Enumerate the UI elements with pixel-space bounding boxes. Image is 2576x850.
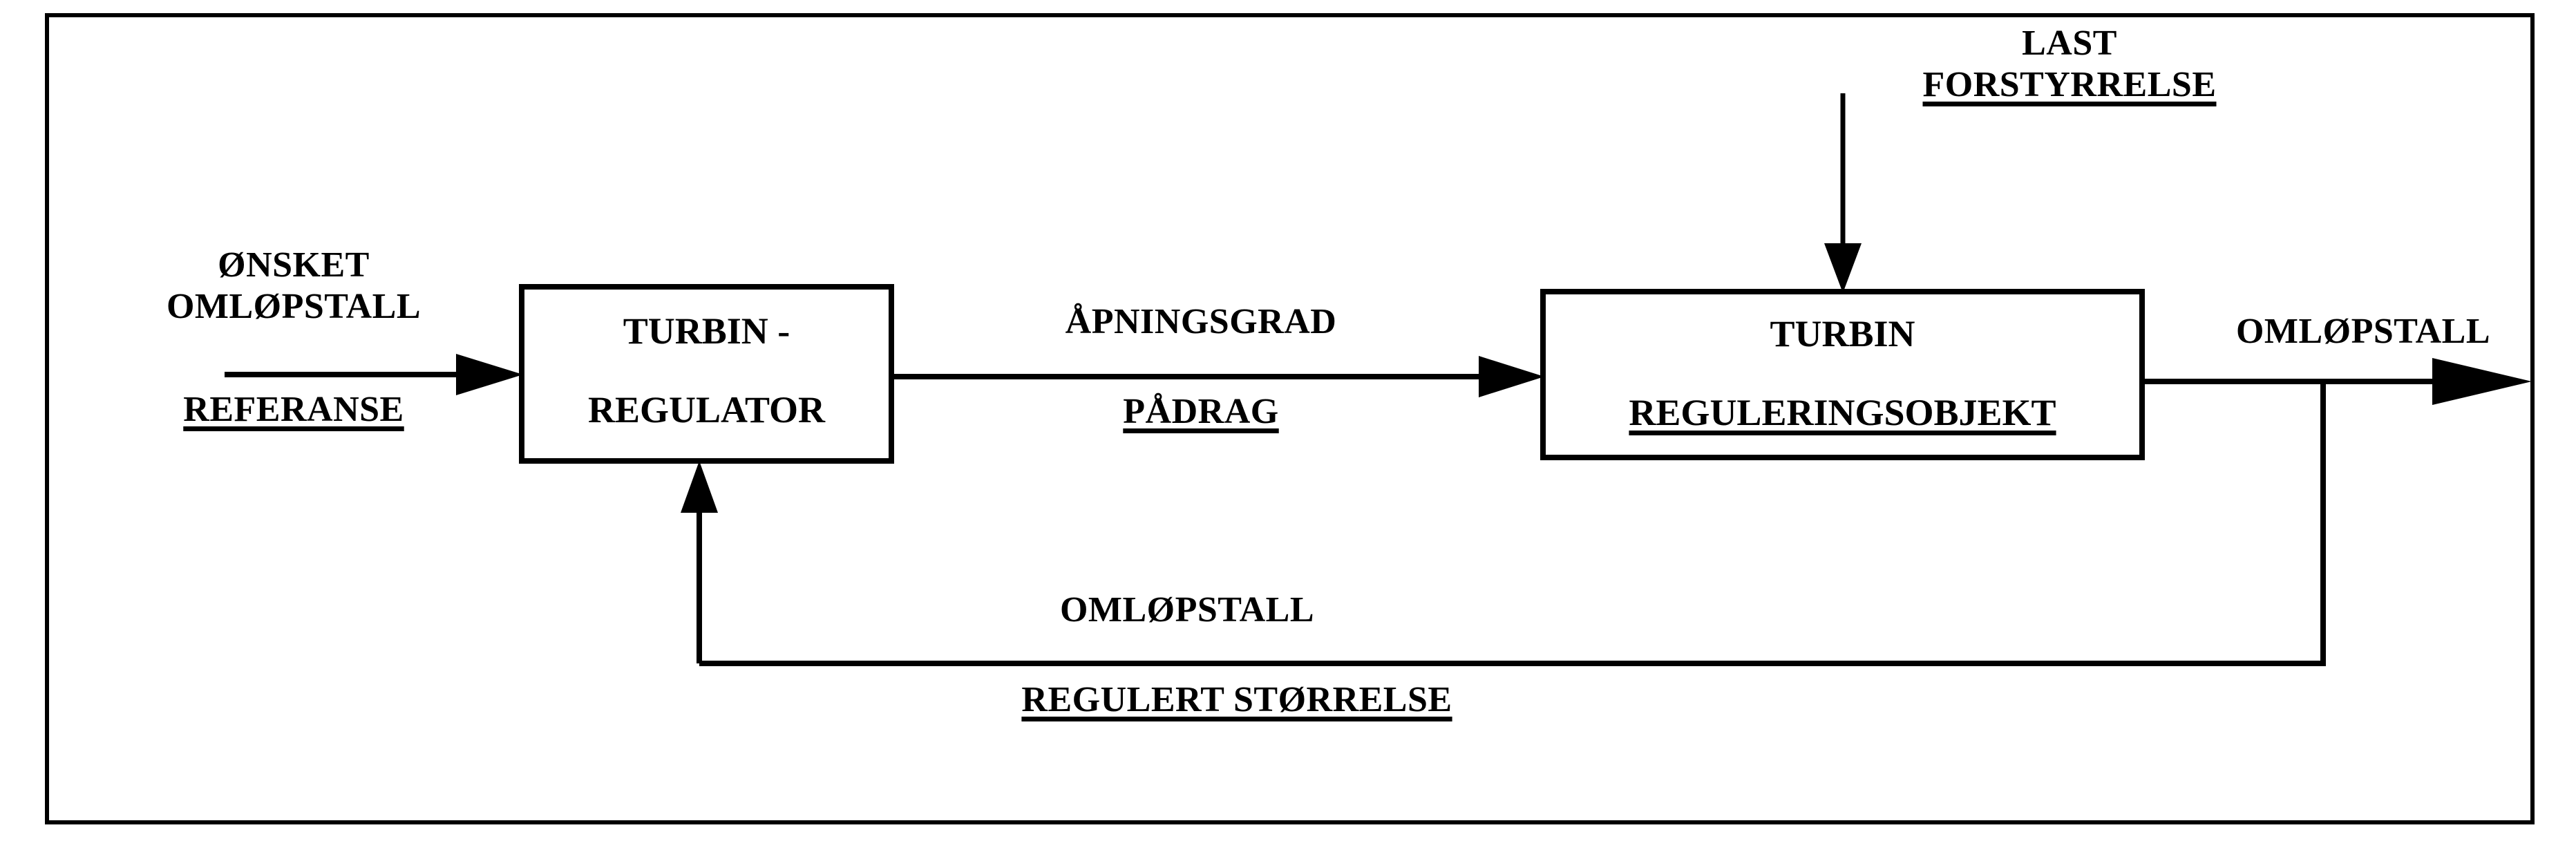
- block-turbin-reguleringsobjekt-line2: REGULERINGSOBJEKT: [1629, 392, 2056, 433]
- label-controller-output-line1: ÅPNINGSGRAD: [1065, 302, 1337, 341]
- label-disturbance-line1: LAST: [2022, 23, 2117, 63]
- label-disturbance-line2: FORSTYRRELSE: [1922, 65, 2217, 104]
- arrow-controller-to-plant: [891, 356, 1544, 397]
- outer-border: [45, 13, 2535, 824]
- arrow-plant-output: [2142, 358, 2532, 405]
- label-reference-line3: REFERANSE: [183, 390, 404, 429]
- arrow-feedback-into-controller: [681, 461, 718, 663]
- block-turbin-reguleringsobjekt-line1: TURBIN: [1770, 313, 1915, 355]
- block-turbin-reguleringsobjekt-box[interactable]: [1540, 289, 2145, 460]
- block-turbin-regulator-box[interactable]: [519, 284, 894, 464]
- arrow-disturbance-into-plant: [1824, 93, 1862, 293]
- label-controller-output-line2: PÅDRAG: [1123, 392, 1279, 431]
- label-feedback-line1: OMLØPSTALL: [1059, 590, 1315, 630]
- block-turbin-regulator-line1: TURBIN -: [623, 310, 790, 352]
- label-feedback-line2: REGULERT STØRRELSE: [1021, 680, 1452, 719]
- label-plant-output: OMLØPSTALL: [2235, 312, 2491, 351]
- block-turbin-regulator-line2: REGULATOR: [587, 389, 826, 431]
- label-reference-line2: OMLØPSTALL: [166, 287, 422, 326]
- label-reference-line1: ØNSKET: [218, 245, 370, 285]
- arrow-reference-into-controller: [225, 354, 523, 395]
